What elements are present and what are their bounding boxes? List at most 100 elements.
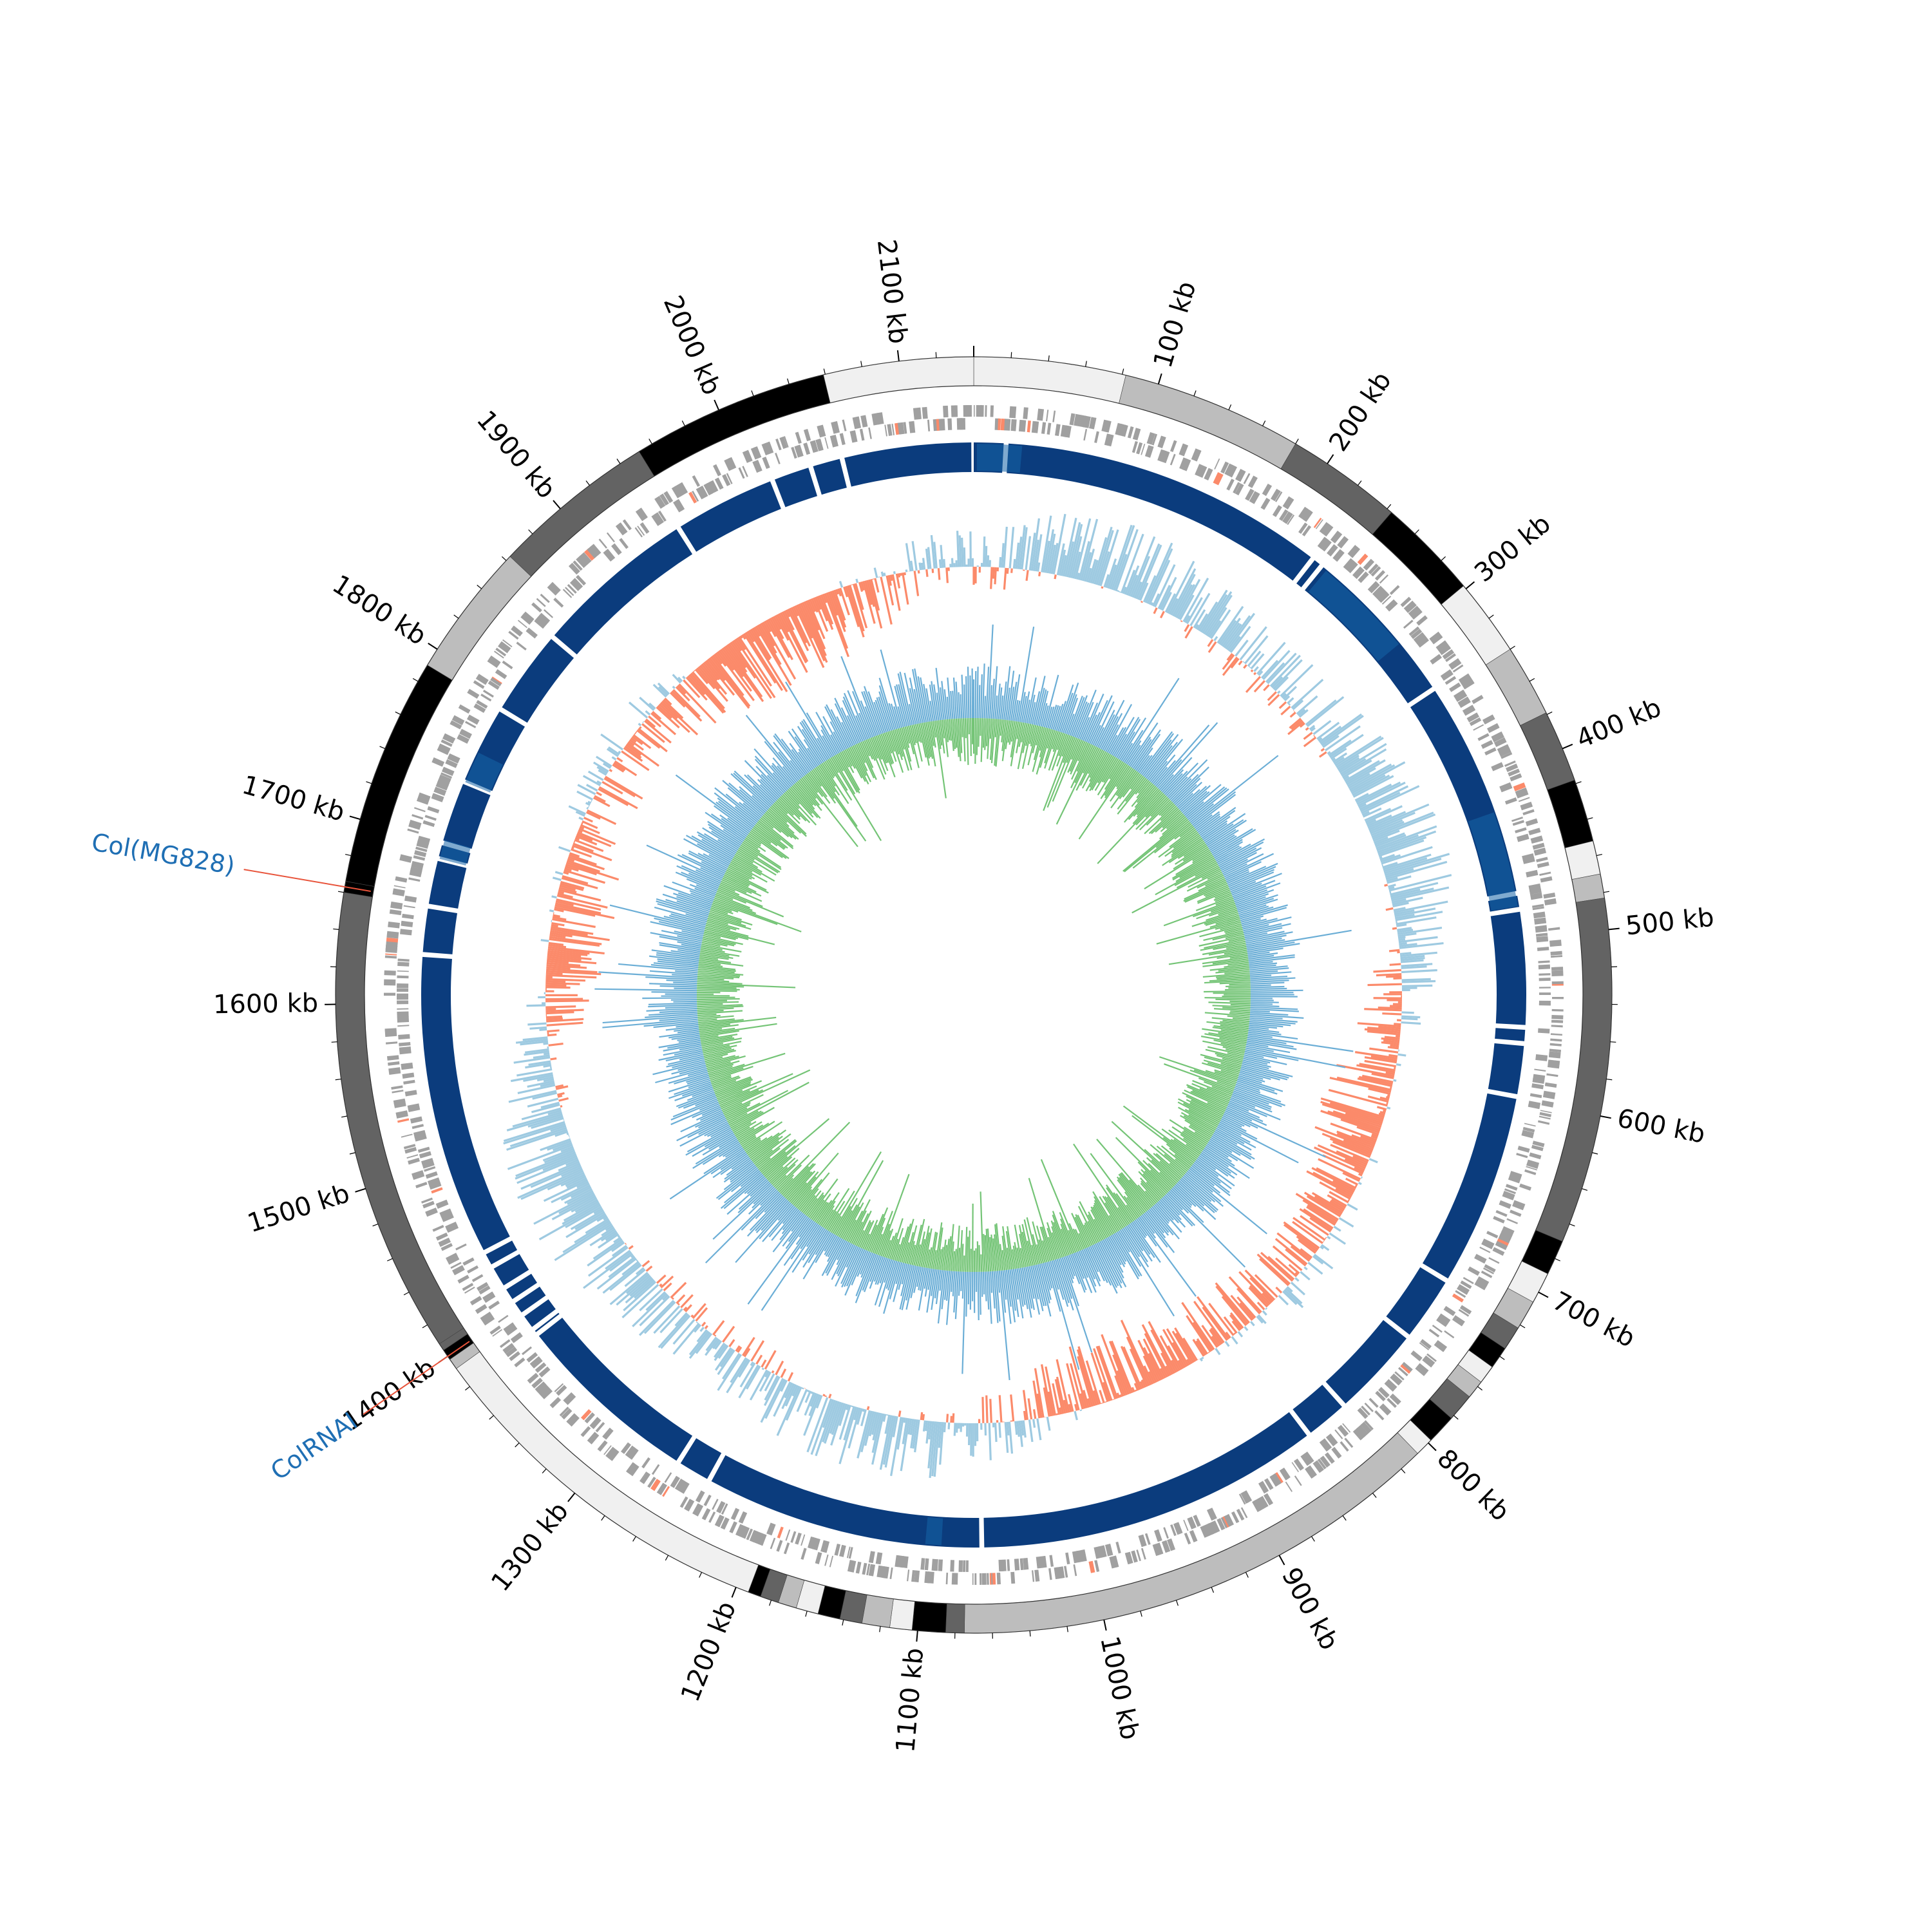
gc-skew-bar: [1188, 869, 1222, 888]
gene-feature: [1533, 911, 1546, 919]
gc-skew-bar: [843, 1202, 864, 1240]
gc-skew-bar: [708, 826, 741, 848]
gene-feature: [439, 1208, 452, 1217]
gc-skew-bar: [1228, 987, 1251, 989]
gc-skew-bar: [1249, 965, 1288, 971]
gene-feature: [1491, 731, 1504, 743]
gc-skew-bar: [800, 1223, 819, 1249]
gene-feature: [622, 519, 632, 531]
minor-tick: [769, 1600, 772, 1606]
gc-skew-bar: [760, 779, 780, 799]
gene-feature: [1416, 615, 1428, 626]
gc-skew-bar: [1166, 1193, 1184, 1211]
gc-skew-bar: [1175, 1158, 1189, 1171]
gene-feature: [1548, 1051, 1561, 1059]
gc-skew-bar: [1032, 725, 1040, 753]
gc-skew-bar: [1137, 780, 1150, 794]
gc-skew-bar: [744, 1175, 765, 1195]
gc-skew-bar: [851, 1221, 864, 1244]
gc-skew-bar: [1234, 1086, 1285, 1106]
gc-skew-bar: [697, 972, 741, 977]
gene-feature: [414, 850, 427, 857]
gc-skew-bar: [788, 730, 815, 769]
gc-skew-bar: [1007, 1269, 1016, 1323]
gc-content-bar: [1208, 641, 1217, 653]
gene-feature: [1364, 1402, 1374, 1412]
gc-skew-bar: [1031, 1244, 1037, 1265]
gc-skew-bar: [936, 720, 942, 750]
gene-feature: [1512, 1200, 1526, 1211]
gc-skew-bar: [795, 1189, 812, 1208]
gc-skew-bar: [1061, 735, 1071, 757]
gc-content-bar: [671, 690, 703, 722]
gc-content-bar: [583, 817, 593, 823]
gc-content-bar: [864, 1411, 875, 1446]
gc-content-bar: [1300, 1248, 1313, 1259]
gc-content-bar: [1341, 748, 1387, 777]
gc-content-bar: [992, 567, 995, 579]
gc-skew-bar: [1238, 1075, 1262, 1084]
gc-content-bar: [1401, 965, 1427, 969]
gene-feature: [1536, 936, 1549, 943]
gc-skew-bar: [659, 1016, 698, 1021]
gc-content-bar: [614, 760, 638, 777]
gc-skew-bar: [1116, 767, 1133, 790]
gc-content-bar: [546, 1018, 584, 1023]
gc-skew-bar: [762, 814, 790, 838]
gene-feature: [424, 1166, 436, 1172]
gc-content-bar: [628, 740, 635, 746]
gc-skew-bar: [1206, 819, 1244, 845]
gc-skew-bar: [827, 1237, 842, 1262]
gene-feature: [834, 1543, 841, 1556]
gc-skew-bar: [676, 1116, 726, 1142]
gene-feature: [746, 1528, 753, 1540]
gc-skew-bar: [978, 1245, 981, 1272]
gc-skew-bar: [1093, 1244, 1118, 1294]
gc-skew-bar: [1137, 755, 1150, 772]
gene-feature: [511, 625, 523, 637]
gene-feature: [1023, 407, 1028, 419]
gc-content-bar: [562, 1202, 600, 1225]
gc-skew-bar: [1144, 804, 1176, 835]
gc-content-bar: [1198, 601, 1218, 632]
gc-skew-bar: [917, 676, 927, 723]
gc-skew-bar: [1158, 1200, 1179, 1224]
gene-feature: [820, 1540, 830, 1553]
gc-content-bar: [1269, 654, 1301, 687]
gc-skew-bar: [697, 1007, 734, 1011]
gc-skew-bar: [1030, 1265, 1039, 1300]
gc-skew-bar: [834, 697, 857, 744]
gc-content-bar: [1300, 1215, 1329, 1236]
gc-content-bar: [567, 860, 600, 873]
gc-skew-bar: [738, 1181, 770, 1210]
gc-skew-bar: [1052, 705, 1061, 730]
gc-skew-bar: [788, 1216, 808, 1242]
gc-skew-bar: [723, 1160, 753, 1183]
gene-feature: [1541, 1100, 1554, 1108]
gc-content-bar: [554, 904, 615, 920]
gc-skew-bar: [750, 1135, 783, 1160]
gc-skew-bar: [1212, 958, 1249, 965]
gc-skew-bar: [677, 1029, 699, 1034]
gc-skew-bar: [668, 1071, 708, 1084]
gene-feature: [1539, 1115, 1551, 1120]
gc-content-bar: [1126, 1336, 1150, 1387]
gene-feature: [1390, 1373, 1403, 1385]
gc-skew-bar: [1245, 1048, 1299, 1061]
gc-content-bar: [1025, 536, 1032, 571]
gc-skew-bar: [766, 810, 799, 840]
gene-feature: [735, 1524, 746, 1537]
gene-feature: [635, 507, 647, 522]
gc-skew-bar: [775, 800, 800, 824]
gc-skew-bar: [1011, 1269, 1019, 1318]
gc-skew-bar: [1063, 1256, 1074, 1283]
gc-skew-bar: [808, 1178, 838, 1218]
gc-skew-bar: [1244, 1054, 1287, 1066]
gc-skew-bar: [744, 760, 781, 798]
gc-content-bar: [1262, 1292, 1273, 1303]
gc-skew-bar: [920, 1226, 930, 1267]
major-tick: [1600, 1115, 1611, 1119]
gc-content-bar: [848, 1407, 861, 1449]
gc-content-bar: [1231, 1336, 1238, 1345]
gene-feature: [797, 444, 804, 457]
